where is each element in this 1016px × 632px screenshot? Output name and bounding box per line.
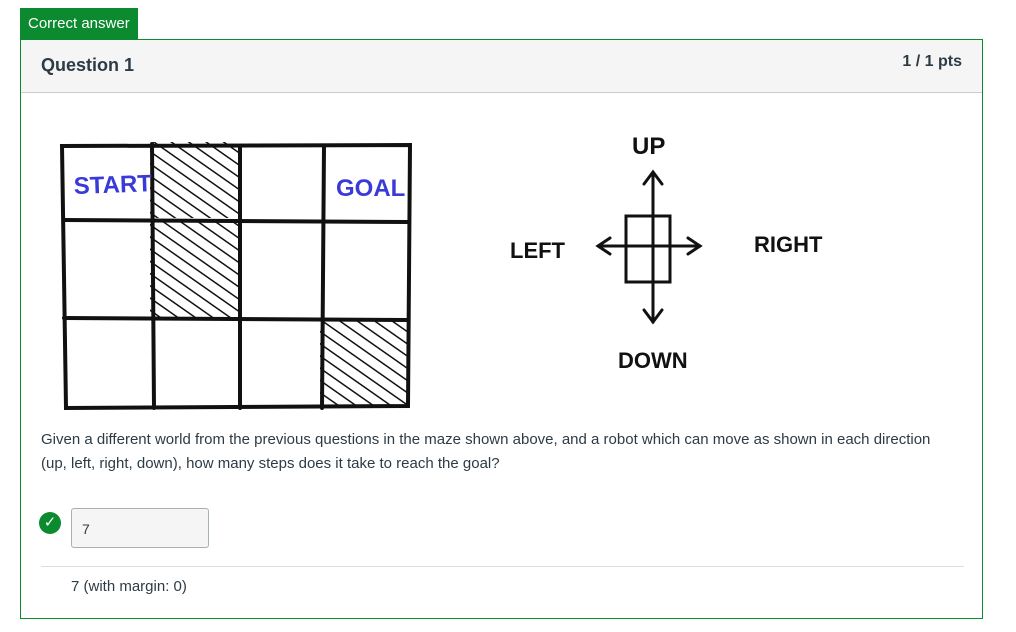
- left-label: LEFT: [510, 238, 566, 263]
- goal-label: GOAL: [336, 175, 405, 202]
- right-label: RIGHT: [754, 232, 823, 257]
- blocked-cell: [150, 222, 238, 318]
- start-label: START: [73, 170, 152, 200]
- answer-field: 7: [71, 508, 209, 548]
- correct-answer-badge: Correct answer: [20, 8, 138, 39]
- question-points: 1 / 1 pts: [902, 53, 962, 70]
- up-label: UP: [632, 133, 665, 160]
- blocked-cell: [320, 320, 408, 408]
- check-icon: ✓: [39, 512, 61, 534]
- question-title: Question 1: [41, 55, 135, 75]
- down-label: DOWN: [618, 348, 688, 373]
- question-card: Question 1 1 / 1 pts: [20, 39, 983, 619]
- question-header: Question 1 1 / 1 pts: [21, 40, 982, 93]
- blocked-cell: [150, 142, 238, 218]
- question-text: Given a different world from the previou…: [41, 431, 931, 472]
- maze-figure: START GOAL UP LEFT DOWN RIGHT: [40, 112, 822, 427]
- divider: [41, 566, 964, 567]
- maze-illustration: START GOAL UP LEFT DOWN: [40, 112, 730, 422]
- maze-grid: [59, 142, 413, 411]
- direction-arrows: [595, 169, 703, 325]
- correct-answer-note: 7 (with margin: 0): [71, 578, 187, 595]
